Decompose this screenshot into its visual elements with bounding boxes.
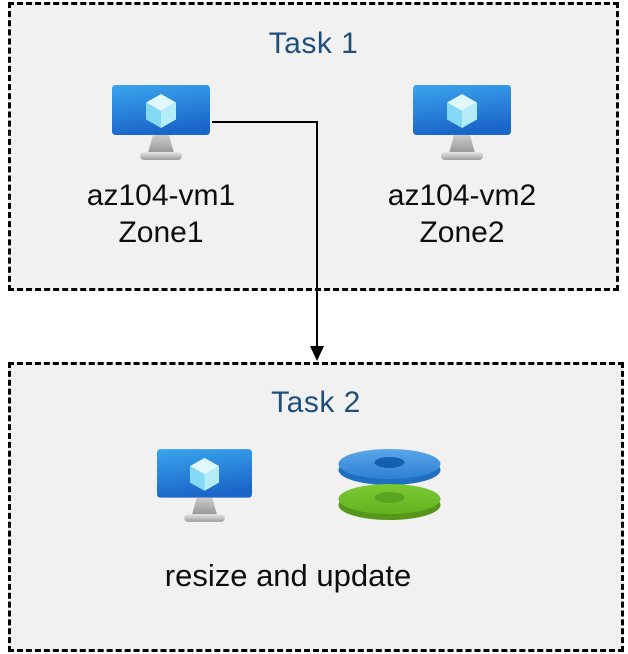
vm1-zone: Zone1 bbox=[118, 216, 204, 249]
vm1-name: az104-vm1 bbox=[86, 179, 236, 212]
task2-box: Task 2 resize and update bbox=[8, 362, 624, 652]
arrowhead-icon bbox=[310, 346, 324, 361]
task1-box: Task 1 az104-vm1 Zone1 bbox=[8, 2, 619, 291]
vm1-label: az104-vm1 Zone1 bbox=[87, 177, 235, 251]
vm2-group: az104-vm2 Zone2 bbox=[362, 85, 562, 251]
virtual-machine-icon bbox=[157, 449, 252, 522]
task1-title: Task 1 bbox=[268, 27, 359, 60]
vm2-name: az104-vm2 bbox=[387, 179, 537, 212]
virtual-machine-icon bbox=[112, 85, 210, 160]
virtual-machine-icon bbox=[413, 85, 511, 160]
managed-disks-icon bbox=[338, 449, 441, 520]
task2-caption: resize and update bbox=[164, 558, 412, 593]
vm2-label: az104-vm2 Zone2 bbox=[388, 177, 536, 251]
vm1-group: az104-vm1 Zone1 bbox=[61, 85, 261, 251]
task2-title: Task 2 bbox=[271, 386, 361, 419]
vm2-zone: Zone2 bbox=[419, 216, 505, 249]
